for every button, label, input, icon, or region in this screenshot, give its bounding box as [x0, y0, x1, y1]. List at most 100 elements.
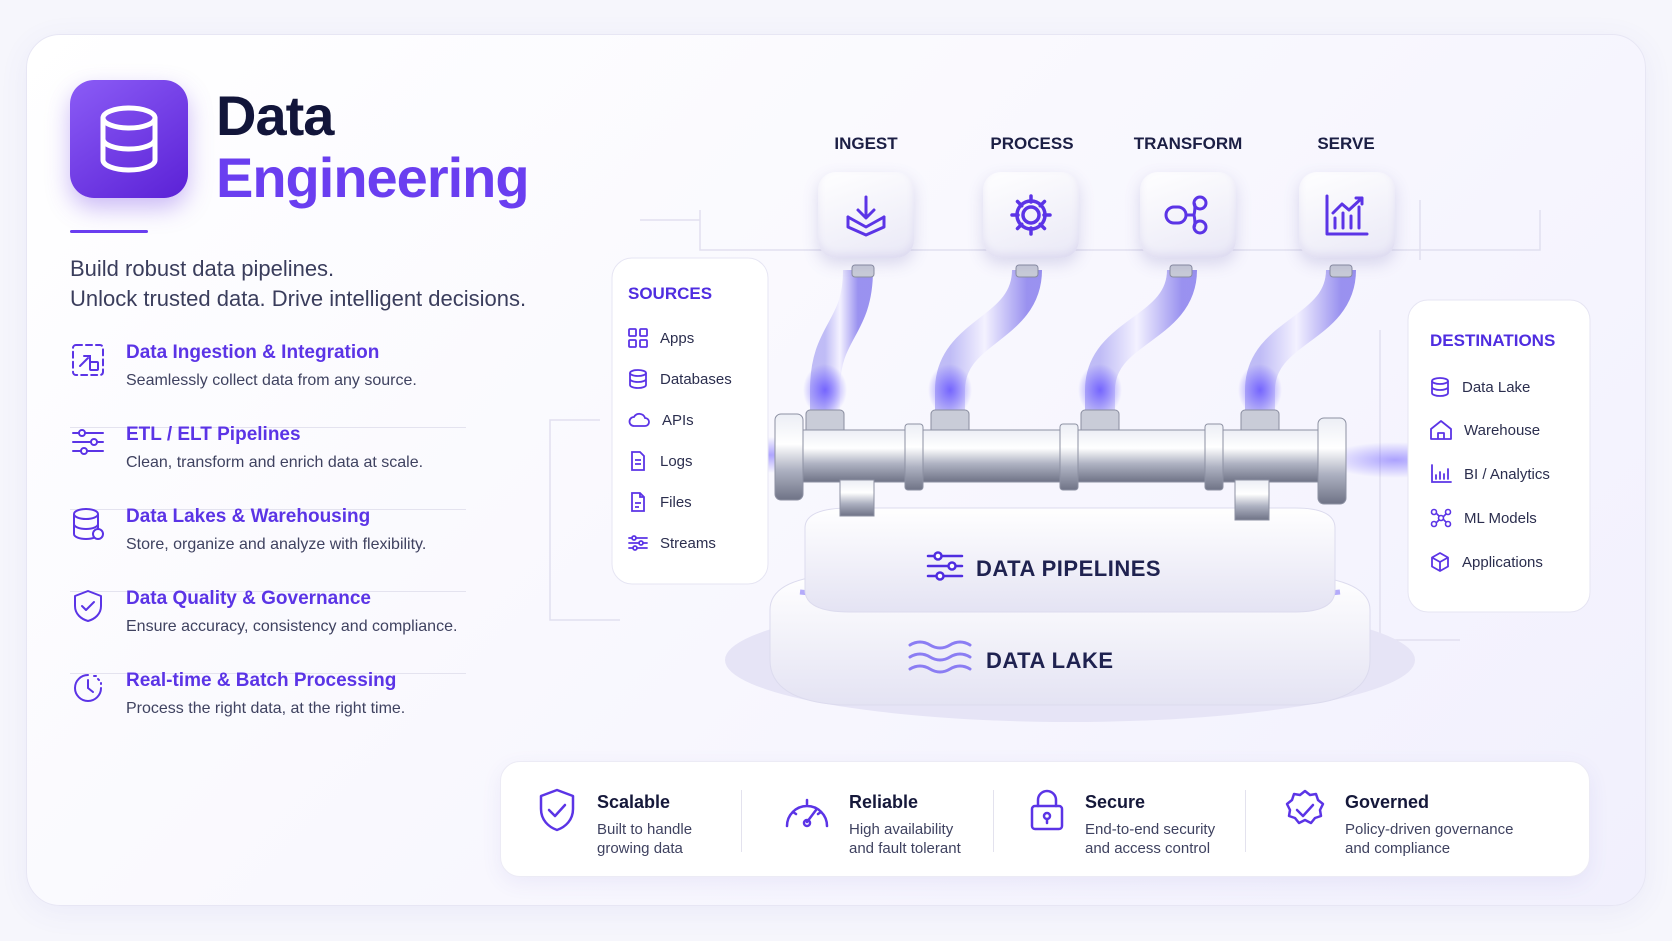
page-title-line1: Data — [216, 84, 334, 147]
benefit-governed: Governed Policy-driven governance and co… — [1283, 762, 1573, 878]
database-icon — [73, 508, 104, 541]
database-icon — [629, 369, 647, 389]
warehouse-icon — [1430, 420, 1452, 440]
data-lake-label: DATA LAKE — [986, 648, 1114, 673]
benefit-reliable: Reliable High availability and fault tol… — [783, 762, 1013, 878]
title-underline — [70, 230, 148, 233]
feature-title: Data Ingestion & Integration — [126, 342, 380, 363]
source-item-apis: APIs — [628, 410, 694, 430]
feature-item: Data Ingestion & Integration Seamlessly … — [70, 340, 466, 428]
feature-title: Real-time & Batch Processing — [126, 670, 397, 691]
source-item-streams: Streams — [628, 533, 716, 553]
data-pipelines-label: DATA PIPELINES — [976, 556, 1162, 581]
source-label: Apps — [660, 329, 695, 347]
pipeline-sliders-icon — [72, 429, 104, 455]
streams-sliders-icon — [628, 535, 648, 551]
benefit-secure: Secure End-to-end security and access co… — [1029, 762, 1269, 878]
serve-box — [1299, 172, 1395, 258]
feature-title: ETL / ELT Pipelines — [126, 424, 301, 445]
feature-item: Real-time & Batch Processing Process the… — [70, 668, 466, 756]
destination-item-warehouse: Warehouse — [1430, 420, 1540, 440]
document-icon — [631, 451, 645, 471]
divider — [1245, 790, 1246, 852]
sliders-icon — [926, 551, 964, 581]
destination-label: BI / Analytics — [1464, 465, 1550, 483]
ingest-box — [818, 172, 914, 258]
sources-title: SOURCES — [628, 284, 713, 303]
sources-panel — [611, 257, 769, 585]
tagline-line2: Unlock trusted data. Drive intelligent d… — [70, 286, 527, 311]
neural-network-icon — [1430, 508, 1452, 528]
database-logo-icon — [70, 80, 188, 198]
cloud-icon — [628, 412, 650, 427]
benefit-desc-line2: and access control — [1085, 840, 1211, 857]
gear-icon — [1010, 194, 1052, 236]
apps-grid-icon — [628, 328, 648, 348]
divider — [70, 427, 466, 428]
tagline-line1: Build robust data pipelines. — [70, 256, 335, 281]
feature-desc: Ensure accuracy, consistency and complia… — [126, 618, 458, 635]
integration-icon — [72, 344, 104, 376]
phase-label-serve: SERVE — [1317, 134, 1375, 153]
nodes-flow-icon — [1164, 195, 1208, 235]
benefits-bar: Scalable Built to handle growing data Re… — [500, 761, 1590, 877]
feature-title: Data Quality & Governance — [126, 588, 371, 609]
phase-label-ingest: INGEST — [834, 134, 898, 153]
vertical-tubes — [803, 268, 1356, 420]
source-label: Logs — [660, 452, 693, 470]
download-tray-icon — [846, 195, 886, 237]
source-item-apps: Apps — [628, 328, 694, 348]
badge-check-icon — [1285, 789, 1325, 825]
source-label: Streams — [660, 534, 716, 552]
gauge-icon — [785, 798, 829, 828]
feature-desc: Store, organize and analyze with flexibi… — [126, 536, 427, 553]
divider — [741, 790, 742, 852]
destination-item-ml-models: ML Models — [1430, 508, 1537, 528]
destinations-panel — [1407, 299, 1591, 613]
feature-item: ETL / ELT Pipelines Clean, transform and… — [70, 422, 466, 510]
lock-icon — [1030, 789, 1064, 831]
destination-item-bi-analytics: BI / Analytics — [1430, 464, 1550, 484]
destinations-title: DESTINATIONS — [1430, 331, 1556, 350]
feature-desc: Clean, transform and enrich data at scal… — [126, 454, 424, 471]
file-icon — [631, 492, 645, 512]
source-label: Databases — [660, 370, 732, 388]
divider — [70, 673, 466, 674]
database-icon — [1431, 377, 1449, 397]
benefit-desc-line2: and compliance — [1345, 840, 1451, 857]
benefit-desc-line2: growing data — [597, 840, 683, 857]
bar-chart-icon — [1325, 194, 1369, 236]
phase-label-process: PROCESS — [990, 134, 1074, 153]
benefit-desc-line1: Built to handle — [597, 821, 693, 838]
analytics-chart-icon — [1431, 464, 1452, 483]
page-title-line2: Engineering — [216, 146, 530, 209]
benefit-desc-line2: and fault tolerant — [849, 840, 961, 857]
destination-label: ML Models — [1464, 509, 1537, 527]
benefit-desc-line1: End-to-end security — [1085, 821, 1216, 838]
source-item-files: Files — [628, 492, 692, 512]
feature-item: Data Quality & Governance Ensure accurac… — [70, 586, 466, 674]
destination-label: Data Lake — [1462, 378, 1531, 396]
benefit-title: Secure — [1085, 792, 1146, 812]
benefit-desc-line1: High availability — [849, 821, 954, 838]
benefit-title: Governed — [1345, 792, 1430, 812]
destination-label: Warehouse — [1464, 421, 1541, 439]
source-item-logs: Logs — [628, 451, 693, 471]
source-label: Files — [660, 493, 692, 511]
divider — [70, 591, 466, 592]
clock-icon — [74, 674, 102, 702]
source-label: APIs — [662, 411, 694, 429]
transform-box — [1140, 172, 1236, 258]
feature-item: Data Lakes & Warehousing Store, organize… — [70, 504, 466, 592]
phase-label-transform: TRANSFORM — [1133, 134, 1243, 153]
waves-icon — [908, 640, 972, 674]
destination-label: Applications — [1462, 553, 1543, 571]
data-pipelines-platform — [804, 507, 1336, 613]
benefit-desc-line1: Policy-driven governance — [1345, 821, 1514, 838]
divider — [993, 790, 994, 852]
benefit-title: Reliable — [849, 792, 919, 812]
shield-check-icon — [539, 788, 575, 832]
process-box — [983, 172, 1079, 258]
destination-item-applications: Applications — [1430, 552, 1543, 572]
